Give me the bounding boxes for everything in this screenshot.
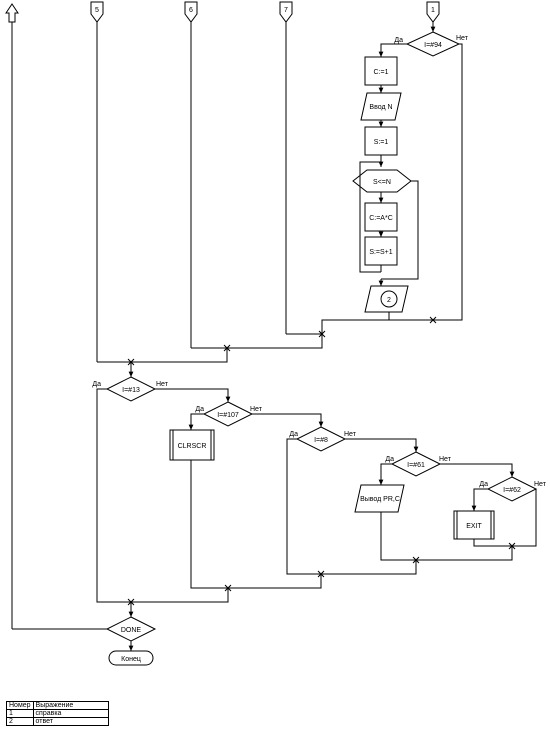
io-output-sub-2-label: 2	[387, 297, 391, 304]
decision-done-label: DONE	[121, 627, 142, 634]
io-input-n-label: Ввод N	[369, 104, 392, 111]
loop-s-le-n-label: S<=N	[373, 179, 391, 186]
decision-i94-yes: Да	[394, 37, 403, 44]
subprocess-exit: EXIT	[453, 510, 495, 540]
decision-i94-label: I=#94	[424, 42, 442, 49]
connector-6-label: 6	[189, 7, 193, 14]
loop-exit-line	[381, 180, 419, 280]
terminator-end: Конец	[108, 650, 154, 666]
process-mult: C:=A*C	[364, 202, 398, 232]
decision-i62-no: Нет	[534, 481, 547, 488]
decision-i94: I=#94	[405, 31, 461, 57]
process-s-assign: S:=1	[364, 126, 398, 156]
decision-i61-yes: Да	[385, 456, 394, 463]
decision-i61-label: I=#61	[407, 462, 425, 469]
process-s-assign-label: S:=1	[374, 139, 389, 146]
decision-i107-yes: Да	[195, 406, 204, 413]
connector-7-label: 7	[284, 7, 288, 14]
connector-5-label: 5	[95, 7, 99, 14]
decision-i107: I=#107	[202, 401, 254, 427]
decision-i13-label: I=#13	[122, 387, 140, 394]
connector-7: 7	[279, 1, 293, 23]
decision-i61: I=#61	[390, 451, 442, 477]
loop-body-return	[359, 161, 381, 273]
legend-row: 1 справка	[6, 709, 109, 718]
connector-6: 6	[184, 1, 198, 23]
decision-i94-yes-line	[378, 43, 407, 57]
decision-done: DONE	[105, 616, 157, 642]
connector-5: 5	[90, 1, 104, 23]
decision-i62-yes: Да	[479, 481, 488, 488]
merge-marks-top	[127, 316, 437, 366]
io-output-pr-c: Вывод PR,C	[354, 484, 405, 513]
legend-header-row: Номер Выражение	[6, 701, 109, 710]
legend-header-number: Номер	[6, 701, 34, 710]
decision-i62: I=#62	[486, 476, 538, 502]
legend-row-1-number: 1	[6, 709, 34, 718]
process-c-assign-label: C:=1	[374, 69, 389, 76]
decision-i8-yes: Да	[289, 431, 298, 438]
io-output-sub-2: 2	[364, 285, 409, 313]
legend-row-1-expression: справка	[32, 709, 109, 718]
legend-row-2-expression: ответ	[32, 717, 109, 726]
legend-table: Номер Выражение 1 справка 2 ответ	[6, 701, 109, 726]
decision-i107-label: I=#107	[217, 412, 239, 419]
connector-return-arrow	[5, 3, 19, 23]
legend-row-2-number: 2	[6, 717, 34, 726]
decision-i8-no: Нет	[344, 431, 357, 438]
decision-i94-no-line	[433, 43, 463, 321]
decision-i13-no: Нет	[156, 381, 169, 388]
decision-i94-no: Нет	[456, 35, 469, 42]
decision-i61-no: Нет	[439, 456, 452, 463]
subprocess-clrscr: CLRSCR	[169, 429, 215, 461]
decision-i13: I=#13	[105, 376, 157, 402]
loop-s-le-n: S<=N	[352, 169, 412, 193]
process-inc: S:=S+1	[364, 236, 398, 266]
connector-1-label: 1	[431, 7, 435, 14]
process-c-assign: C:=1	[364, 56, 398, 86]
connector-1: 1	[426, 1, 440, 23]
subprocess-exit-label: EXIT	[466, 523, 482, 530]
legend-row: 2 ответ	[6, 717, 109, 726]
legend-header-expression: Выражение	[32, 701, 109, 710]
decision-i107-no: Нет	[250, 406, 263, 413]
process-mult-label: C:=A*C	[369, 215, 393, 222]
decision-i13-yes: Да	[92, 381, 101, 388]
decision-i62-label: I=#62	[503, 487, 521, 494]
subprocess-clrscr-label: CLRSCR	[178, 443, 207, 450]
io-input-n: Ввод N	[360, 92, 402, 121]
io-output-pr-c-label: Вывод PR,C	[360, 496, 400, 503]
terminator-end-label: Конец	[121, 656, 141, 663]
merge-marks-bottom	[127, 542, 516, 606]
decision-i8-label: I=#8	[314, 437, 328, 444]
decision-i8: I=#8	[295, 426, 347, 452]
process-inc-label: S:=S+1	[369, 249, 392, 256]
